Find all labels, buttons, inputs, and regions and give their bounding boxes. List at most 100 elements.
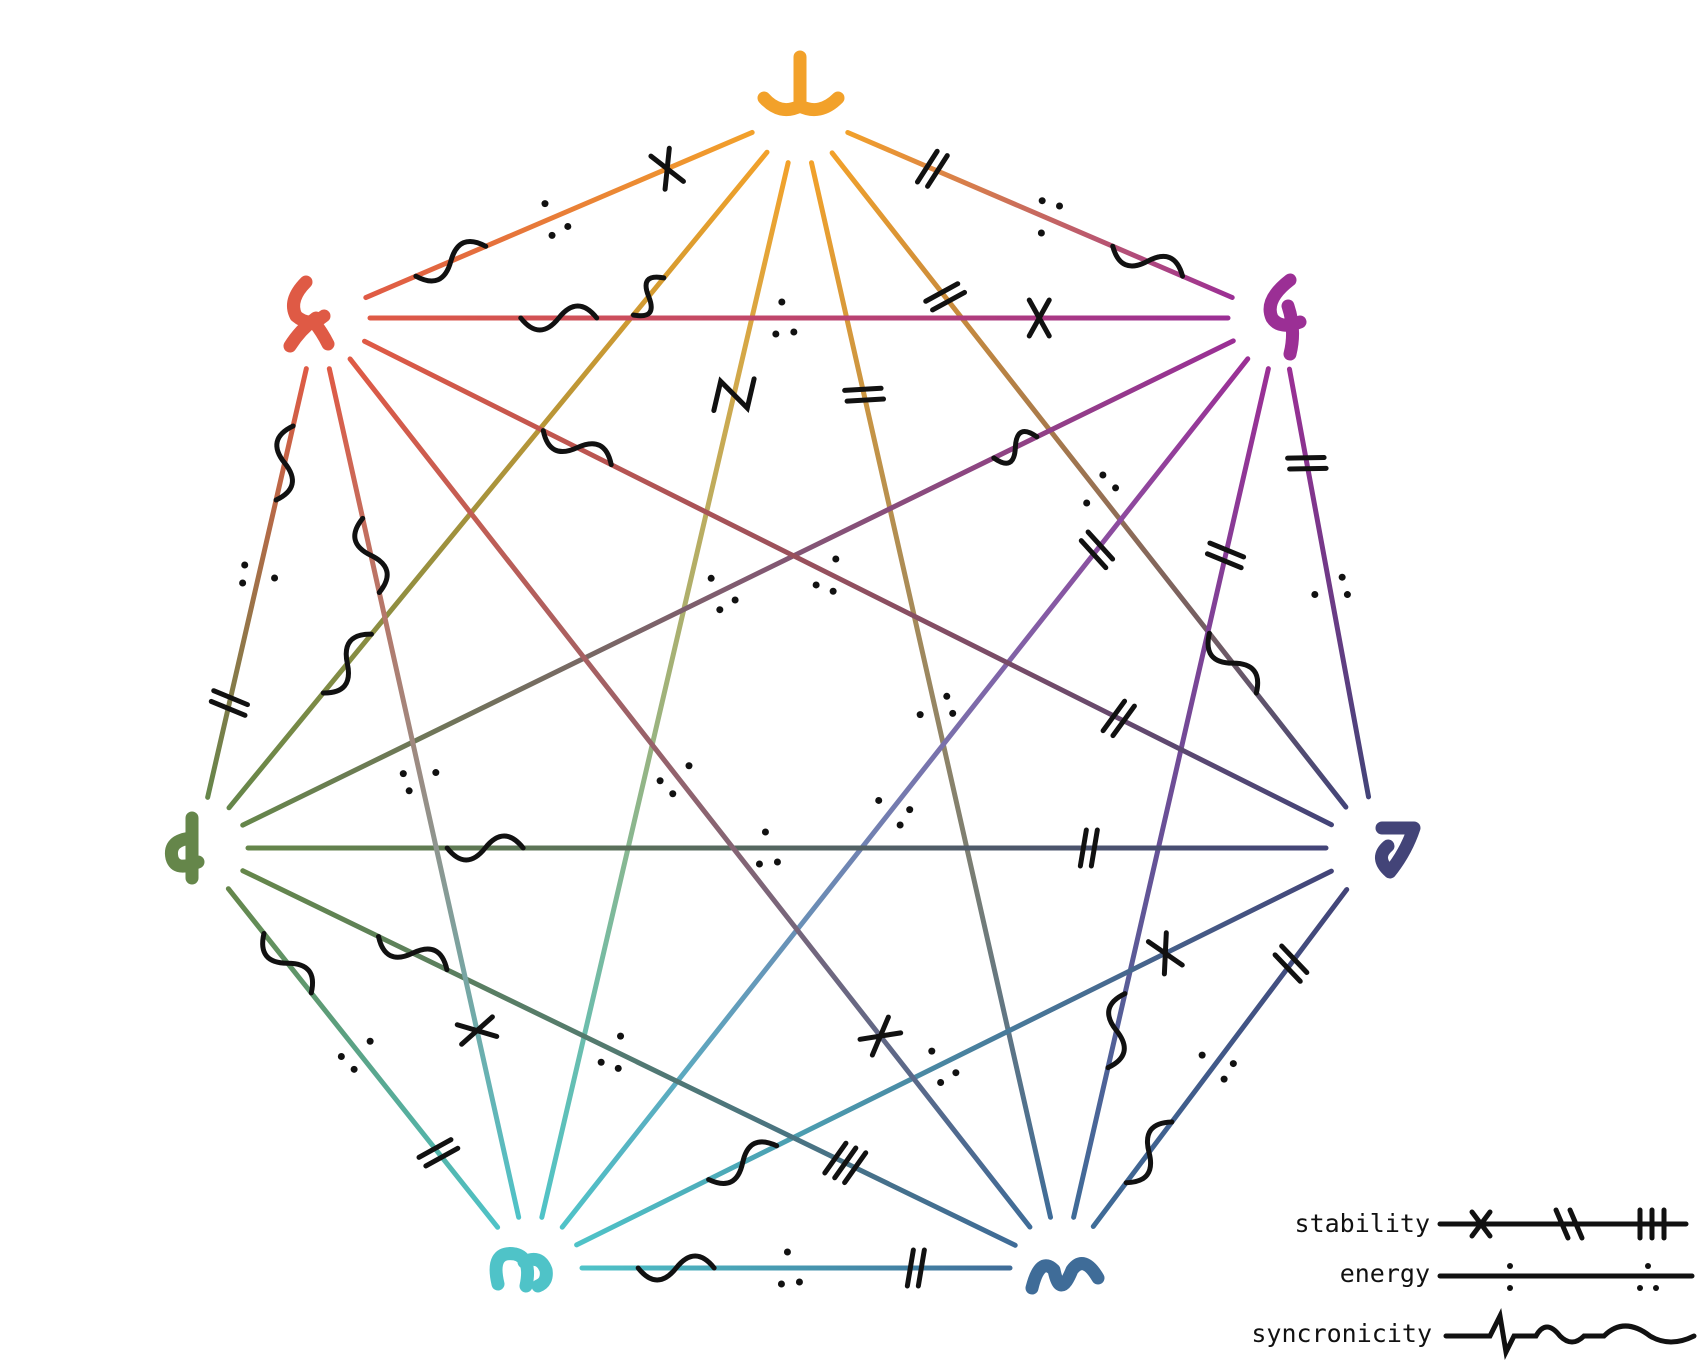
edge-energy-dot	[1229, 1060, 1237, 1068]
edge-energy-dot	[1343, 591, 1351, 599]
edge-sync-wave	[706, 1139, 780, 1186]
edge-energy-dot	[896, 821, 904, 829]
edge-sync-wave	[1205, 630, 1261, 696]
node-bottom-right-glyph	[1025, 1257, 1105, 1295]
edge-energy-dot	[669, 790, 677, 798]
node-upper-left-glyph	[283, 275, 335, 353]
edge-mark-stability-2	[1077, 827, 1100, 869]
edge-energy-dot	[350, 1065, 358, 1073]
edge-line	[845, 130, 1235, 300]
edge-energy-dot	[777, 1280, 785, 1288]
edge-line	[347, 356, 1033, 1230]
edge-energy-dot	[432, 769, 440, 777]
edge-mark-stability-2	[923, 281, 968, 313]
edge-energy-dot	[239, 579, 247, 587]
legend-stability-1-icon	[1469, 1209, 1493, 1239]
node-bottom-left-symbol	[489, 1247, 553, 1293]
edge-energy-dot	[541, 200, 549, 208]
edge-energy-dot	[943, 692, 951, 700]
edge-energy-dot	[707, 574, 715, 582]
edge-line	[1090, 887, 1350, 1229]
edge-energy-dot	[716, 606, 724, 614]
edge-mark-stability-2	[1285, 455, 1329, 472]
edge-energy-dot	[952, 1069, 960, 1077]
edge-sync-wave	[320, 631, 374, 696]
edge-sync-wave	[1110, 243, 1186, 279]
edge-energy-dot	[1338, 573, 1346, 581]
edge-energy-dot	[1056, 202, 1064, 210]
edge-mark-stability-1	[1145, 930, 1185, 977]
legend-energy-dot	[1637, 1285, 1643, 1291]
edge-energy-dot	[564, 222, 572, 230]
edge-energy-dot	[1112, 484, 1120, 492]
edge-line	[226, 149, 770, 811]
node-right-symbol	[1375, 821, 1421, 879]
edge-energy-dot	[829, 587, 837, 595]
edge-sync-wave	[635, 1253, 717, 1283]
edge-mark-stability-1	[648, 145, 686, 192]
edge-line	[363, 129, 755, 301]
edge-mark-stability-3	[822, 1140, 869, 1186]
node-left-glyph	[164, 811, 205, 885]
edge-energy-dot	[405, 787, 413, 795]
edge-sync-wave	[1123, 1119, 1175, 1186]
edge-mark-stability-2	[842, 385, 887, 404]
edge-energy-dot	[906, 806, 914, 814]
node-upper-right-symbol	[1263, 273, 1307, 361]
node-top-glyph	[757, 50, 845, 117]
edge-energy-dot	[937, 1078, 945, 1086]
edge-energy-dot	[783, 1248, 791, 1256]
edge-line	[205, 366, 309, 800]
node-bottom-right-symbol	[1025, 1257, 1105, 1295]
edge-energy-dot	[928, 1047, 936, 1055]
edge-mark-stability-2	[416, 1137, 461, 1169]
legend-label-syncronicity: syncronicity	[1251, 1319, 1432, 1348]
edge-line	[1286, 366, 1372, 800]
edge-energy-dot	[271, 574, 279, 582]
edge-line	[808, 160, 1054, 1220]
edge-energy-dot	[731, 596, 739, 604]
node-upper-left-symbol	[283, 275, 335, 353]
edge-energy-dot	[949, 709, 957, 717]
edge-mark-stability-2	[904, 1247, 927, 1289]
edge-line	[539, 160, 791, 1220]
edge-energy-dot	[366, 1037, 374, 1045]
edge-energy-dot	[795, 1278, 803, 1286]
edge-line	[240, 868, 1018, 1248]
edge-mark-stability-1	[857, 1014, 904, 1058]
edge-sync-wave	[540, 428, 614, 468]
edge-sync-wave	[260, 930, 315, 996]
edge-sync-wave	[352, 515, 390, 596]
edge-energy-dot	[1311, 590, 1319, 598]
edge-mark-stability-1	[454, 1014, 500, 1047]
edge-mark-wave	[630, 274, 667, 319]
edge-sync-wave	[273, 423, 296, 503]
legend-energy-dot	[1507, 1263, 1513, 1269]
edge-energy-dot	[832, 555, 840, 563]
edge-energy-dot	[617, 1032, 625, 1040]
edge-energy-dot	[685, 762, 693, 770]
legend-energy-dot	[1653, 1285, 1659, 1291]
edge-line	[326, 366, 522, 1220]
node-right-glyph	[1375, 821, 1421, 879]
edge-line	[829, 150, 1349, 810]
legend-label-energy: energy	[1340, 1259, 1430, 1288]
edge-sync-wave	[376, 934, 450, 973]
edge-line	[1071, 366, 1271, 1220]
edge-mark-stability-2	[1204, 540, 1247, 571]
edge-energy-dot	[875, 796, 883, 804]
marks-layer	[208, 145, 1351, 1289]
edge-energy-dot	[1038, 197, 1046, 205]
edge-energy-dot	[1198, 1051, 1206, 1059]
edge-energy-dot	[778, 298, 786, 306]
edge-energy-dot	[812, 581, 820, 589]
edge-energy-dot	[1220, 1075, 1228, 1083]
edge-sync-wave	[1105, 991, 1128, 1071]
node-left-symbol	[164, 811, 205, 885]
node-top-symbol	[757, 50, 845, 117]
edge-mark-stability-2	[1272, 943, 1310, 984]
edge-mark-stability-2	[208, 688, 250, 718]
edge-energy-dot	[1083, 499, 1091, 507]
edge-energy-dot	[1037, 229, 1045, 237]
